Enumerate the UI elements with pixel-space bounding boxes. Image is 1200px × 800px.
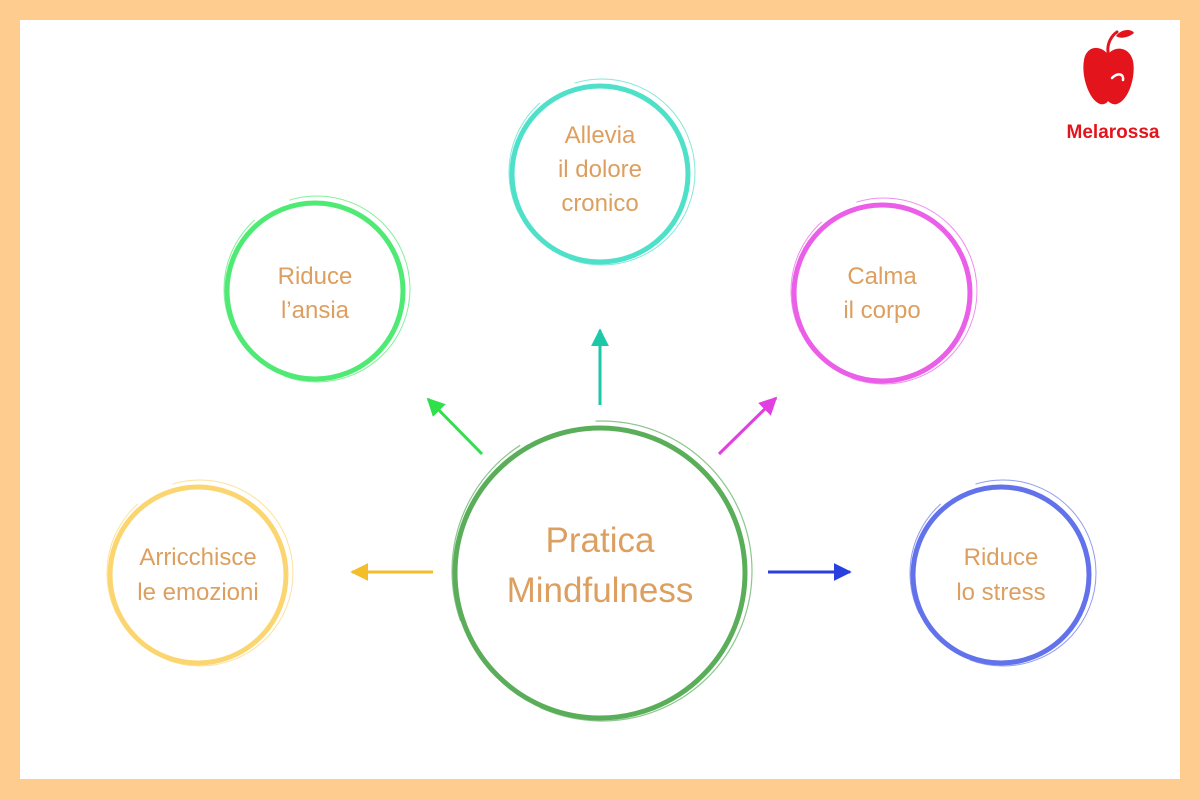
center-node: Pratica Mindfulness [451, 420, 753, 722]
benefit-ring-corpo-sketch [790, 197, 978, 385]
arrow-to-ansia [426, 397, 484, 456]
benefit-dolore-line2: il dolore [558, 156, 642, 183]
benefit-ring-emozioni-sketch [106, 479, 294, 667]
center-label-line1: Pratica [546, 521, 655, 560]
benefit-dolore-line3: cronico [561, 190, 638, 217]
benefit-node-corpo: Calma il corpo [790, 197, 978, 385]
benefit-ring-dolore [509, 83, 691, 265]
apple-logo-icon [1083, 29, 1134, 105]
benefit-corpo-line1: Calma [847, 263, 917, 290]
benefit-ring-ansia [224, 200, 406, 382]
benefit-emozioni-line2: le emozioni [137, 579, 258, 606]
diagram-canvas: Pratica Mindfulness Riduce l’ansia Allev… [20, 20, 1180, 779]
benefit-node-emozioni: Arricchisce le emozioni [106, 479, 294, 667]
benefit-ring-emozioni [107, 484, 289, 666]
benefit-stress-line1: Riduce [964, 544, 1039, 571]
center-ring-sketch [451, 420, 753, 722]
arrow-to-corpo [717, 396, 778, 456]
benefit-node-stress: Riduce lo stress [909, 479, 1097, 667]
brand-logo: Melarossa [1067, 29, 1160, 143]
center-ring [452, 425, 748, 721]
benefit-ring-stress [910, 484, 1092, 666]
brand-name: Melarossa [1067, 122, 1160, 143]
benefit-ring-corpo [791, 202, 973, 384]
benefit-ansia-line2: l’ansia [281, 297, 350, 324]
benefit-node-ansia: Riduce l’ansia [223, 195, 411, 383]
benefit-emozioni-line1: Arricchisce [139, 544, 256, 571]
benefit-dolore-line1: Allevia [565, 122, 636, 149]
benefit-ring-dolore-sketch [508, 78, 696, 266]
benefit-corpo-line2: il corpo [843, 297, 920, 324]
benefit-ring-stress-sketch [909, 479, 1097, 667]
benefit-stress-line2: lo stress [956, 579, 1045, 606]
mindfulness-diagram: Pratica Mindfulness Riduce l’ansia Allev… [106, 29, 1160, 722]
benefit-node-dolore: Allevia il dolore cronico [508, 78, 696, 266]
center-label-line2: Mindfulness [507, 571, 694, 610]
benefit-ring-ansia-sketch [223, 195, 411, 383]
benefit-ansia-line1: Riduce [278, 263, 353, 290]
